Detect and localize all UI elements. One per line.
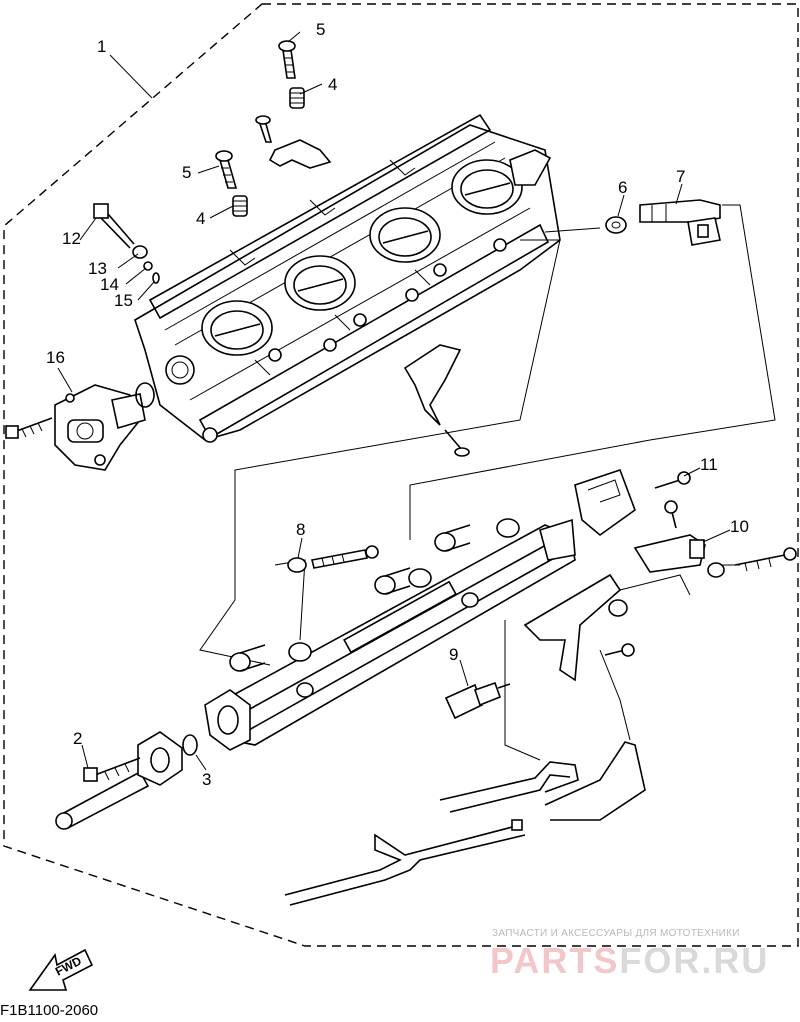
callout-15: 15	[114, 291, 133, 310]
fuel-rail	[204, 518, 576, 751]
fuel-injector-item-7	[639, 199, 721, 246]
diagram-code: F1B1100-2060	[0, 1002, 99, 1019]
throttle-cable-bracket	[403, 149, 552, 457]
screw-item-5-top	[278, 40, 296, 79]
watermark-brand-logo: PARTSFOR.RU	[490, 940, 769, 982]
upper-bracket	[268, 139, 332, 169]
bracket-item-11	[574, 468, 636, 537]
callout-4a: 4	[328, 75, 337, 94]
washer-item-8	[287, 557, 307, 573]
oring-item-3	[182, 734, 198, 756]
rail-injector-bosses	[229, 518, 520, 698]
fuel-inlet-pipe	[55, 731, 183, 830]
washer-item-6	[605, 216, 627, 234]
sensor-item-10	[633, 534, 797, 578]
throttle-bore-4	[451, 159, 523, 215]
callout-5a: 5	[316, 20, 325, 39]
callout-7: 7	[676, 167, 685, 186]
callout-2: 2	[73, 729, 82, 748]
watermark-brand-part2: FOR.RU	[619, 940, 770, 981]
callout-14: 14	[100, 275, 119, 294]
callout-5b: 5	[182, 163, 191, 182]
throttle-bore-2	[284, 255, 356, 311]
screw-item-5-mid	[215, 150, 238, 189]
spring-item-4-mid	[232, 195, 248, 217]
bolt-item-8	[311, 545, 379, 569]
bolt-item-2	[83, 757, 141, 782]
callout-8: 8	[296, 520, 305, 539]
callout-6: 6	[618, 178, 627, 197]
idle-screw-item-12	[93, 203, 135, 249]
callout-11: 11	[700, 455, 718, 474]
callout-16: 16	[46, 348, 65, 367]
fuel-hose-lower	[284, 819, 526, 906]
callout-10: 10	[730, 517, 749, 536]
throttle-bore-3	[369, 207, 441, 263]
callout-leaders	[57, 31, 731, 771]
tps-screw	[5, 417, 53, 439]
throttle-bore-1	[201, 300, 273, 356]
callout-12: 12	[62, 229, 81, 248]
connector-lines	[199, 204, 776, 761]
bracket-screw	[255, 115, 273, 143]
assembly-boundary	[3, 3, 799, 947]
fuel-hose-upper	[439, 741, 646, 821]
watermark-tagline: ЗАПЧАСТИ И АКСЕССУАРЫ ДЛЯ МОТОТЕХНИКИ	[492, 928, 740, 939]
regulator-bracket	[523, 573, 635, 682]
callout-9: 9	[449, 645, 458, 664]
screw-item-11	[654, 471, 691, 529]
callout-1: 1	[97, 37, 106, 56]
temperature-sensor-item-9	[444, 681, 511, 720]
tps-connector	[111, 393, 146, 430]
callout-3: 3	[202, 770, 211, 789]
watermark-brand-part1: PARTS	[490, 940, 620, 981]
tps-oring	[135, 382, 155, 408]
callout-labels: 1 2 3 4 4 5 5 6 7 8 9 10 11 12 13 14 15 …	[46, 20, 749, 789]
callout-13: 13	[88, 259, 107, 278]
callout-4b: 4	[196, 209, 205, 228]
oring-item-15	[152, 272, 160, 284]
fwd-arrow-icon: FWD	[28, 948, 94, 991]
spring-item-4-top	[289, 87, 305, 109]
